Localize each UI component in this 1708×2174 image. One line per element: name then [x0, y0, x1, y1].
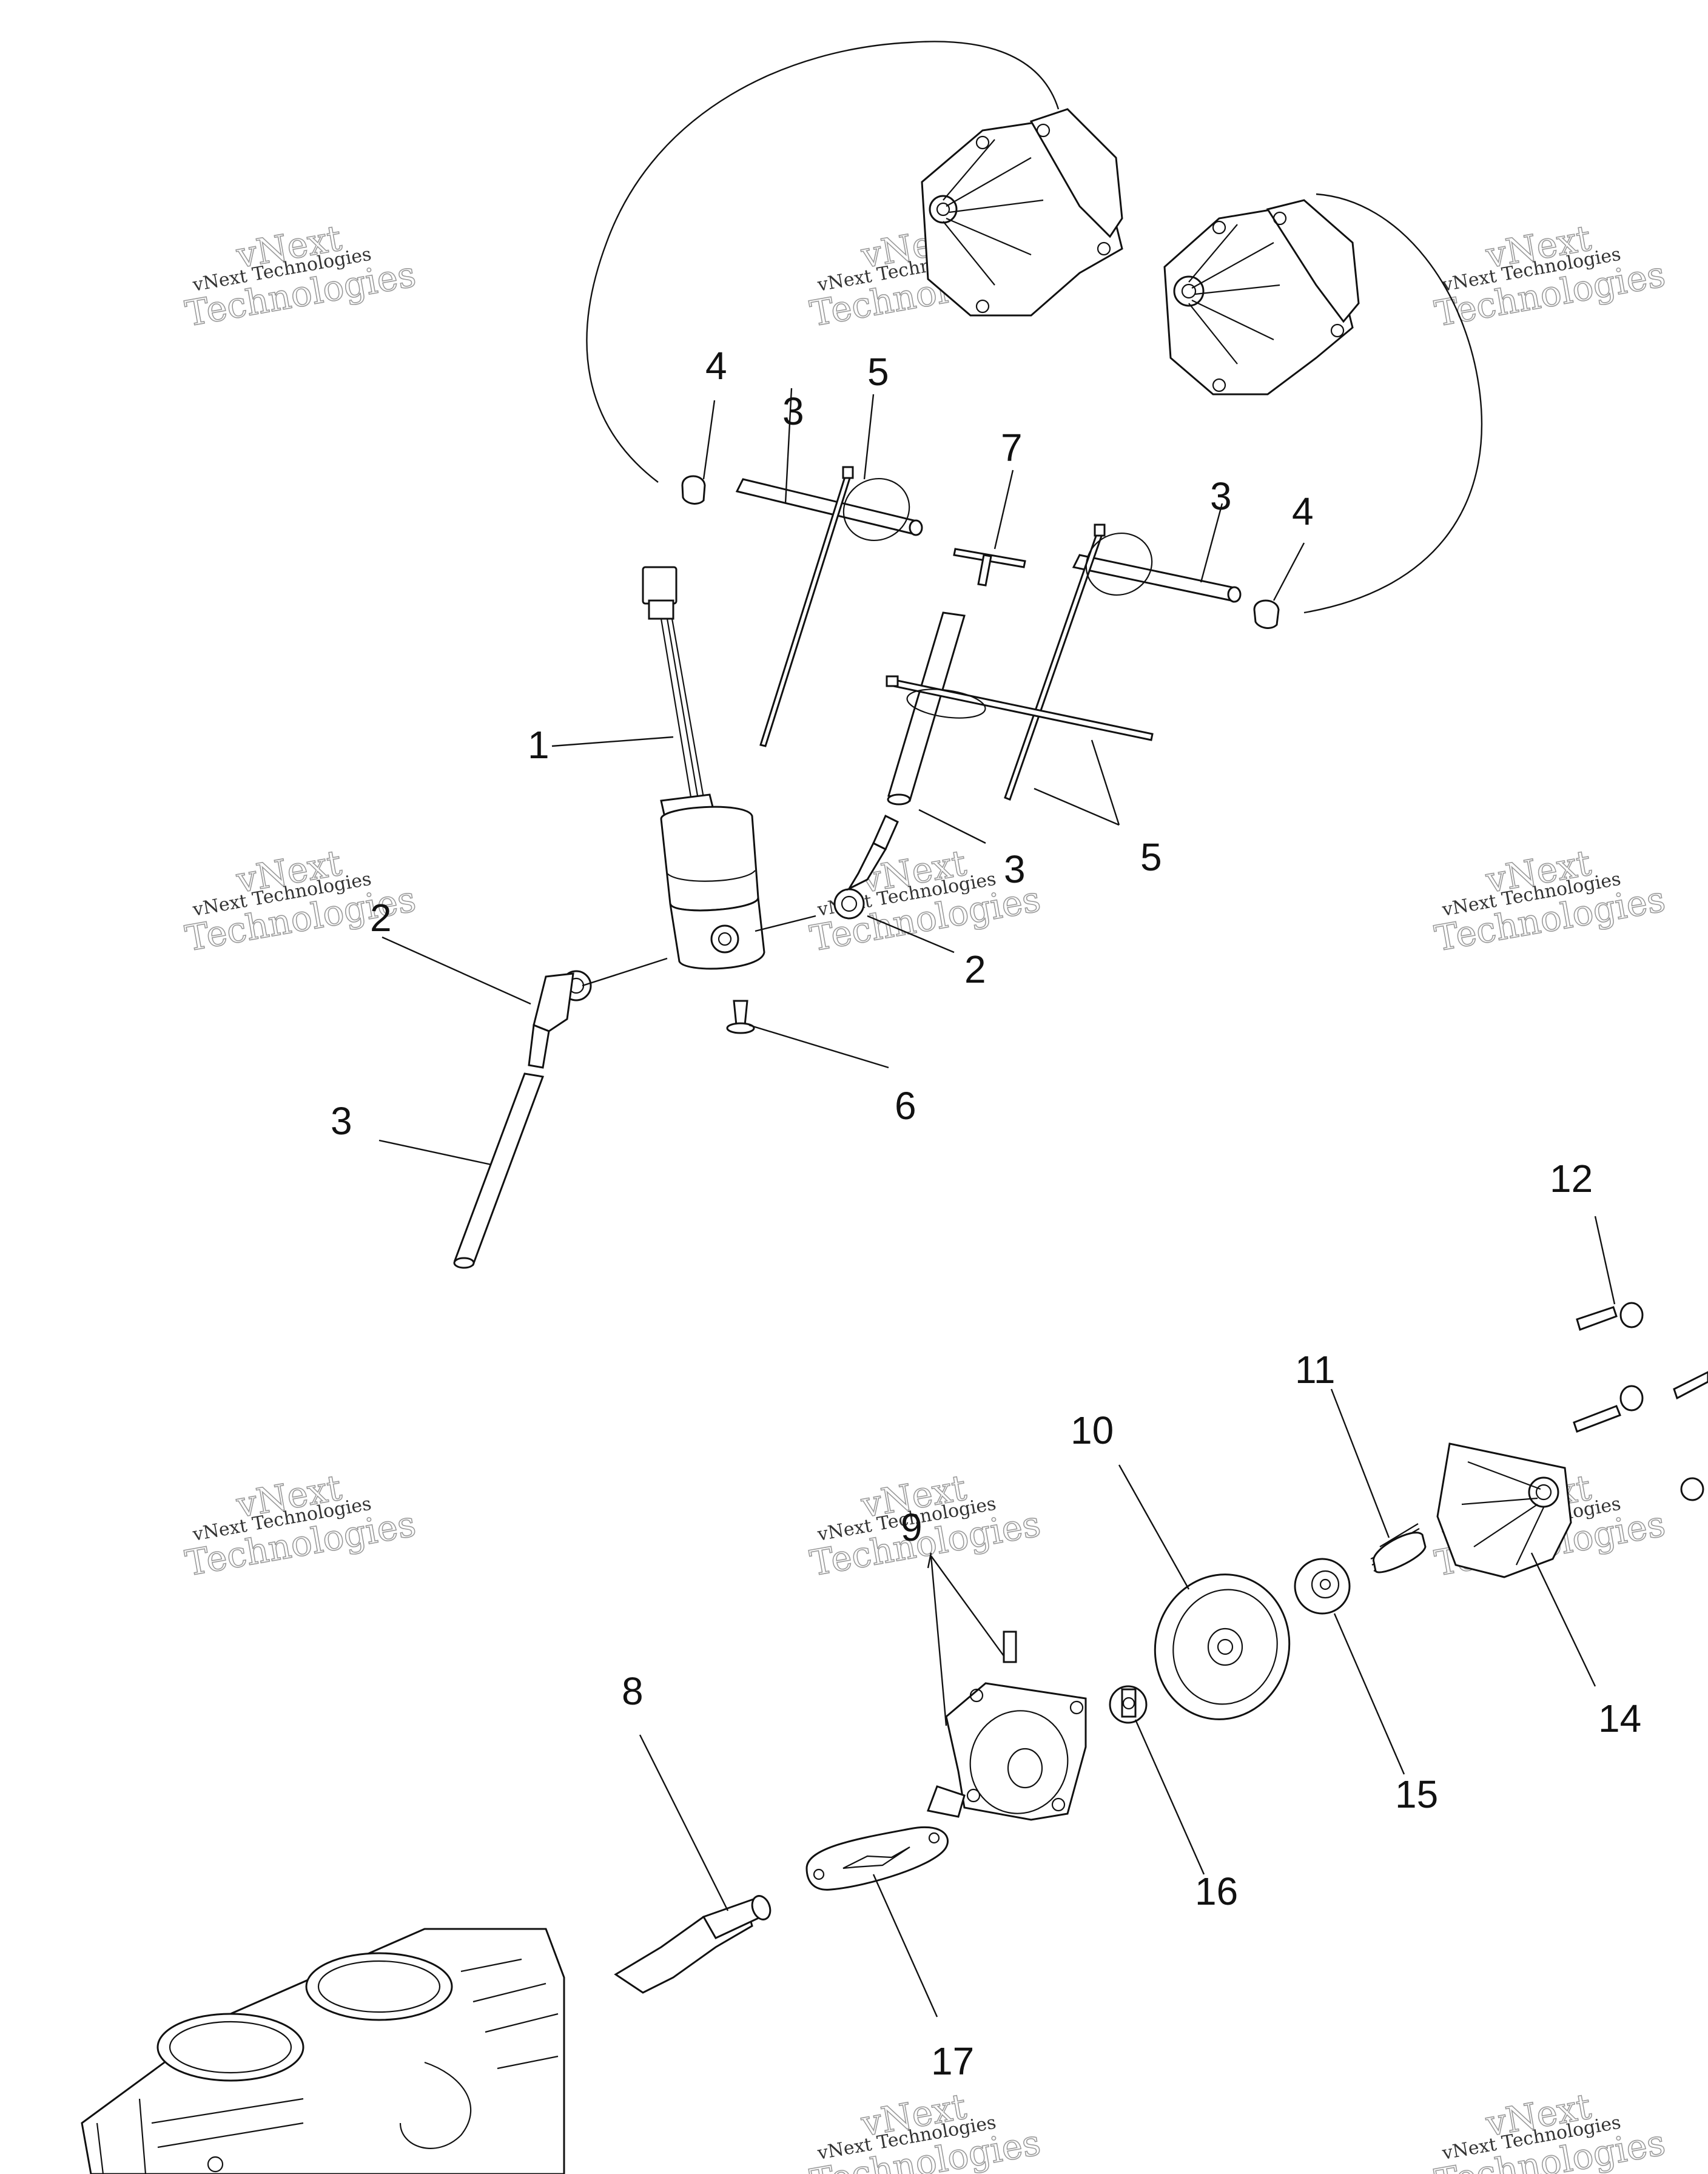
callout-5-lower: 5	[1140, 835, 1162, 879]
callout-16: 16	[1195, 1869, 1238, 1913]
tee-fitting-7	[953, 548, 1026, 587]
callout-5-upper: 5	[867, 350, 889, 394]
engine-cylinder-block	[81, 1928, 565, 2174]
callout-14: 14	[1598, 1697, 1641, 1740]
callout-3-upper-right: 3	[1210, 474, 1232, 518]
callout-9: 9	[901, 1506, 923, 1549]
callout-12: 12	[1550, 1157, 1593, 1200]
top-right-pump-assembly	[1163, 199, 1360, 395]
callout-2-right: 2	[964, 947, 986, 991]
valve-16	[1109, 1685, 1148, 1724]
callout-10: 10	[1071, 1408, 1114, 1452]
callout-3-middle: 3	[1004, 847, 1026, 891]
callout-8: 8	[622, 1669, 644, 1713]
callout-4-right: 4	[1292, 490, 1314, 533]
fitting-8	[614, 1895, 772, 1994]
hose-3-upper-right	[1072, 554, 1242, 603]
cable-tie-5-horizontal	[886, 675, 1154, 741]
top-left-pump-assembly	[921, 108, 1123, 317]
leader-lines	[378, 388, 1616, 2018]
callout-17: 17	[931, 2039, 974, 2083]
clamp-4-right	[1253, 599, 1280, 629]
right-hose-loop	[1303, 193, 1483, 614]
gasket-17	[805, 1826, 949, 1891]
callout-7: 7	[1001, 426, 1023, 469]
cable-tie-5-left	[759, 466, 910, 747]
callout-labels: 1 2 2 3 3 3 3 3 4 4 5 5 6 7 8 9 10 11 12…	[331, 344, 1641, 2083]
callout-1: 1	[528, 723, 550, 767]
callout-4-left: 4	[705, 344, 727, 388]
clamp-4-left	[681, 475, 706, 505]
hose-3-lower	[453, 1072, 545, 1269]
elbow-fitting-2-right	[833, 814, 899, 920]
screws-12	[1573, 1302, 1708, 1501]
screw-6	[726, 1000, 755, 1034]
callout-3-lower-left: 3	[331, 1099, 352, 1143]
callout-11: 11	[1295, 1348, 1335, 1392]
callout-3-upper-left: 3	[782, 389, 804, 433]
left-hose-loop	[586, 41, 1060, 483]
pump-body-9	[926, 1630, 1087, 1821]
fuel-pump-1	[642, 566, 765, 970]
callout-6: 6	[895, 1084, 916, 1128]
plate-15	[1294, 1558, 1351, 1615]
hose-3-upper-left	[735, 478, 923, 536]
pump-cover-14	[1436, 1442, 1572, 1578]
hose-3-middle	[887, 611, 966, 806]
diaphragm-10	[1154, 1573, 1291, 1720]
elbow-fitting-2-left	[528, 970, 592, 1069]
callout-15: 15	[1395, 1772, 1438, 1816]
spring-11	[1370, 1523, 1427, 1573]
callout-2-left: 2	[370, 896, 392, 940]
